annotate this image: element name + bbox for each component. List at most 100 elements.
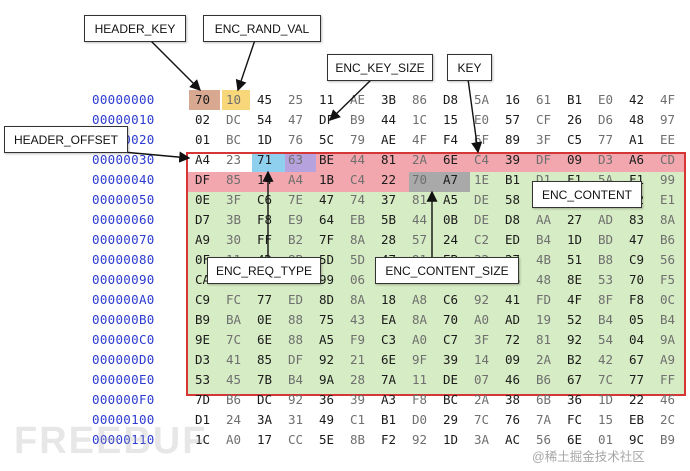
- hex-byte: B6: [536, 372, 552, 387]
- hex-byte: 1D: [567, 232, 583, 247]
- hex-byte: ED: [288, 292, 304, 307]
- hex-byte: F8: [412, 392, 428, 407]
- hex-byte: 1D: [257, 132, 273, 147]
- offset-label: 00000110: [92, 432, 155, 447]
- hex-byte: AC: [505, 432, 521, 447]
- hex-byte: 92: [567, 332, 583, 347]
- hex-byte: 7C: [226, 332, 242, 347]
- hex-byte: B4: [598, 312, 614, 327]
- hex-byte: 24: [226, 412, 242, 427]
- hex-byte: 30: [226, 232, 242, 247]
- offset-label: 00000100: [92, 412, 155, 427]
- hex-byte: B4: [536, 232, 552, 247]
- hex-byte: A4: [288, 172, 304, 187]
- hex-byte: F8: [629, 292, 645, 307]
- hex-byte: 9A: [319, 372, 335, 387]
- hex-byte: D7: [195, 212, 211, 227]
- hex-byte: 25: [288, 92, 304, 107]
- hex-byte: A0: [474, 312, 490, 327]
- hex-byte: F4: [443, 132, 459, 147]
- hex-byte: DE: [474, 192, 490, 207]
- hex-byte: 72: [505, 332, 521, 347]
- hex-byte: 07: [474, 372, 490, 387]
- hex-byte: 04: [629, 332, 645, 347]
- hex-byte: 51: [567, 252, 583, 267]
- enc-req-type-label: ENC_REQ_TYPE: [207, 257, 321, 284]
- hex-byte: A5: [443, 192, 459, 207]
- hex-byte: BC: [226, 132, 242, 147]
- hex-byte: 01: [195, 132, 211, 147]
- hex-byte: C9: [629, 252, 645, 267]
- hex-byte: D0: [412, 412, 428, 427]
- hex-byte: F2: [381, 432, 397, 447]
- hex-byte: 41: [226, 352, 242, 367]
- hex-byte: CD: [660, 152, 676, 167]
- arrow-key: [467, 78, 483, 154]
- enc-content-label: ENC_CONTENT: [532, 181, 642, 208]
- hex-byte: 4F: [567, 292, 583, 307]
- offset-label: 00000060: [92, 212, 155, 227]
- hex-byte: 1D: [598, 392, 614, 407]
- hex-byte: 97: [660, 112, 676, 127]
- hex-byte: B6: [660, 232, 676, 247]
- hex-byte: 7F: [319, 232, 335, 247]
- hex-byte: BC: [443, 392, 459, 407]
- hex-byte: 37: [381, 192, 397, 207]
- hex-byte: 19: [536, 312, 552, 327]
- hex-byte: DC: [257, 392, 273, 407]
- hex-byte: 21: [350, 352, 366, 367]
- hex-byte: 1E: [474, 172, 490, 187]
- hex-byte: E9: [288, 212, 304, 227]
- hex-byte: DE: [443, 372, 459, 387]
- hex-byte: C1: [350, 412, 366, 427]
- hex-byte: FF: [660, 372, 676, 387]
- offset-label: 00000030: [92, 152, 155, 167]
- hex-byte: 7C: [598, 372, 614, 387]
- offset-label: 00000070: [92, 232, 155, 247]
- hex-byte: 8A: [660, 212, 676, 227]
- hex-byte: D1: [195, 412, 211, 427]
- hex-byte: EA: [381, 312, 397, 327]
- hex-byte: 06: [350, 272, 366, 287]
- hex-byte: 7A: [536, 412, 552, 427]
- hex-byte: 85: [257, 352, 273, 367]
- hex-byte: 1D: [443, 432, 459, 447]
- hex-byte: 9A: [660, 332, 676, 347]
- hex-byte: 4B: [536, 252, 552, 267]
- hex-byte: AD: [598, 212, 614, 227]
- hex-byte: 70: [443, 312, 459, 327]
- hex-byte: 23: [226, 152, 242, 167]
- hex-byte: 52: [567, 312, 583, 327]
- hex-byte: 76: [288, 132, 304, 147]
- hex-byte: BA: [226, 312, 242, 327]
- hex-byte: B9: [195, 312, 211, 327]
- hex-byte: 4F: [660, 92, 676, 107]
- hex-byte: 56: [536, 432, 552, 447]
- hex-byte: 46: [505, 372, 521, 387]
- key-label: KEY: [447, 54, 492, 81]
- hex-byte: B9: [660, 432, 676, 447]
- offset-label: 00000040: [92, 172, 155, 187]
- hex-byte: 8F: [598, 292, 614, 307]
- hex-byte: 31: [288, 412, 304, 427]
- hex-byte: CA: [195, 272, 211, 287]
- hex-byte: 2A: [412, 152, 428, 167]
- hex-byte: C3: [381, 332, 397, 347]
- hex-byte: BD: [598, 232, 614, 247]
- hex-byte: 7D: [195, 392, 211, 407]
- hex-byte: 9F: [412, 352, 428, 367]
- hex-byte: CF: [536, 112, 552, 127]
- hex-byte: 39: [505, 152, 521, 167]
- hex-byte: 47: [629, 232, 645, 247]
- hex-byte: 39: [443, 352, 459, 367]
- hex-byte: 53: [598, 272, 614, 287]
- hex-byte: 05: [629, 312, 645, 327]
- hex-byte: 45: [257, 92, 273, 107]
- hex-byte: FC: [567, 412, 583, 427]
- hex-byte: 5E: [319, 432, 335, 447]
- hex-byte: E0: [598, 92, 614, 107]
- hex-byte: 43: [350, 312, 366, 327]
- hex-byte: 29: [443, 412, 459, 427]
- hex-byte: 8D: [319, 292, 335, 307]
- hex-byte: 8A: [412, 312, 428, 327]
